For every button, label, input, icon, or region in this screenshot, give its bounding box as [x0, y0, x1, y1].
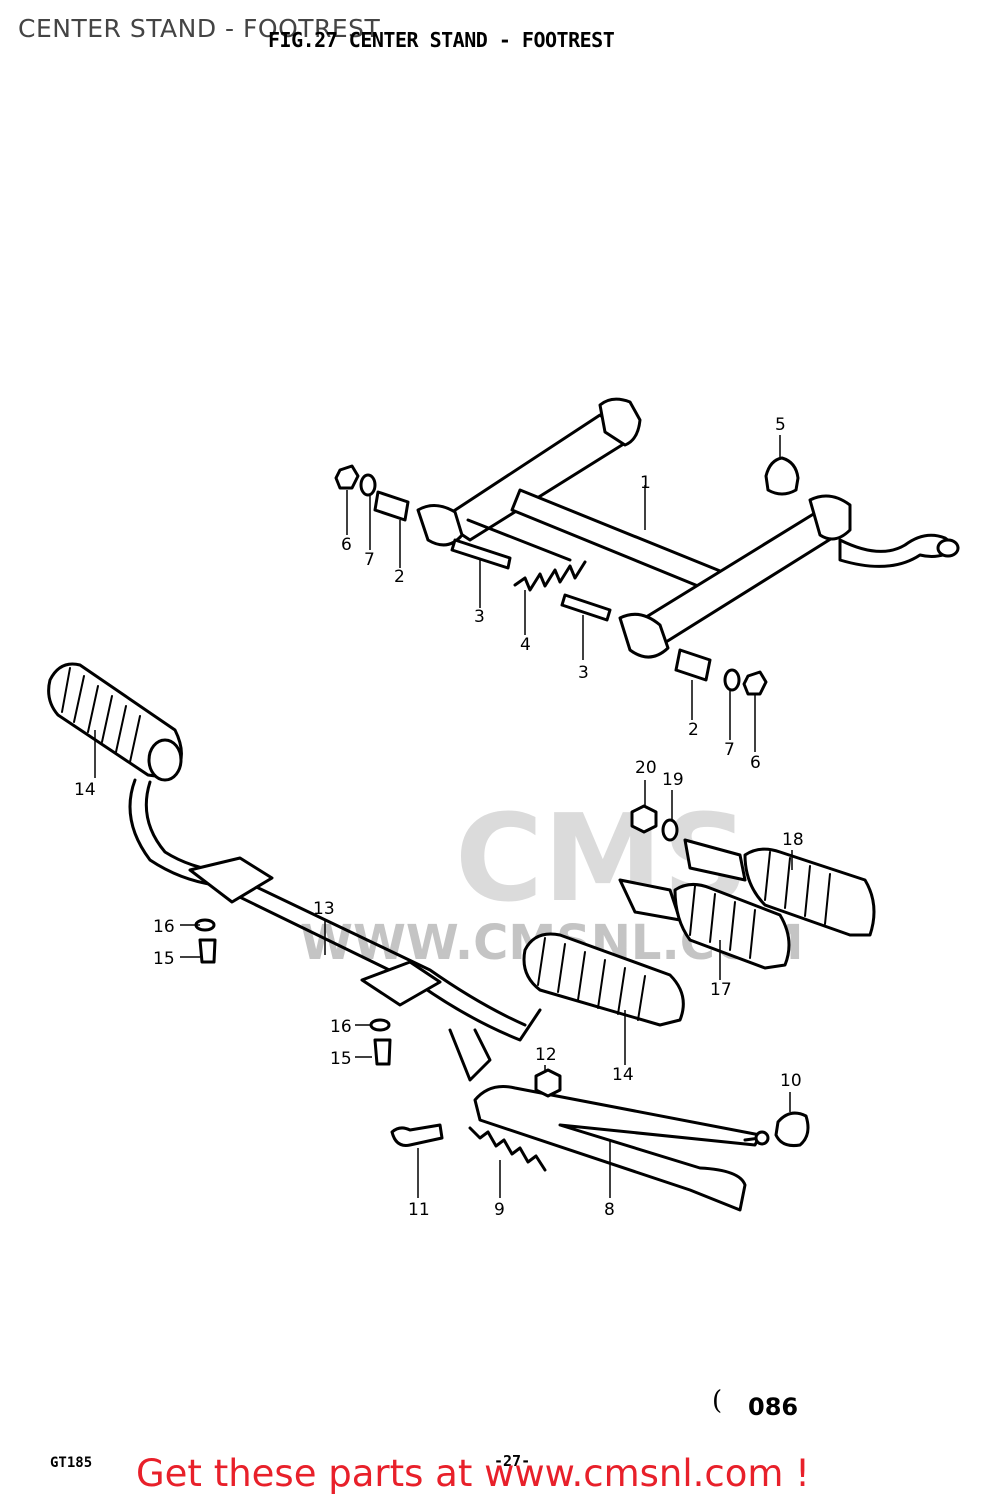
callout-2a: 2: [394, 567, 405, 587]
callout-labels: 1 2 2 3 3 4 5 6 6 7 7 8 9 10 11 12 13 14…: [74, 415, 804, 1220]
callout-7a: 7: [364, 550, 375, 570]
callout-11: 11: [408, 1200, 430, 1220]
callout-10: 10: [780, 1071, 802, 1091]
callout-6a: 6: [341, 535, 352, 555]
model-code: GT185: [50, 1455, 93, 1471]
callout-3a: 3: [474, 607, 485, 627]
side-stand-assembly: [390, 1068, 810, 1212]
callout-1: 1: [640, 473, 651, 493]
callout-18: 18: [782, 830, 804, 850]
callout-3b: 3: [578, 663, 589, 683]
callout-13: 13: [313, 899, 335, 919]
callout-17: 17: [710, 980, 732, 1000]
callout-leader-lines: [94, 435, 793, 1198]
figure-title: FIG.27 CENTER STAND - FOOTREST: [268, 28, 615, 52]
callout-6b: 6: [750, 753, 761, 773]
callout-15a: 15: [153, 949, 175, 969]
page-number: -27-: [494, 1452, 531, 1470]
page-code-bracket: (: [712, 1386, 723, 1416]
callout-8: 8: [604, 1200, 615, 1220]
callout-9: 9: [494, 1200, 505, 1220]
callout-20: 20: [635, 758, 657, 778]
callout-12: 12: [535, 1045, 557, 1065]
callout-7b: 7: [724, 740, 735, 760]
callout-14b: 14: [612, 1065, 634, 1085]
callout-2b: 2: [688, 720, 699, 740]
callout-4: 4: [520, 635, 531, 655]
center-stand-assembly: [334, 397, 960, 696]
callout-16a: 16: [153, 917, 175, 937]
promo-link[interactable]: Get these parts at www.cmsnl.com !: [136, 1452, 811, 1495]
callout-15b: 15: [330, 1049, 352, 1069]
page-title: CENTER STAND - FOOTREST: [18, 14, 381, 43]
callout-19: 19: [662, 770, 684, 790]
page-code: 086: [748, 1393, 799, 1421]
callout-5: 5: [775, 415, 786, 435]
footrest-assembly: [47, 662, 876, 1082]
callout-16b: 16: [330, 1017, 352, 1037]
callout-14a: 14: [74, 780, 96, 800]
